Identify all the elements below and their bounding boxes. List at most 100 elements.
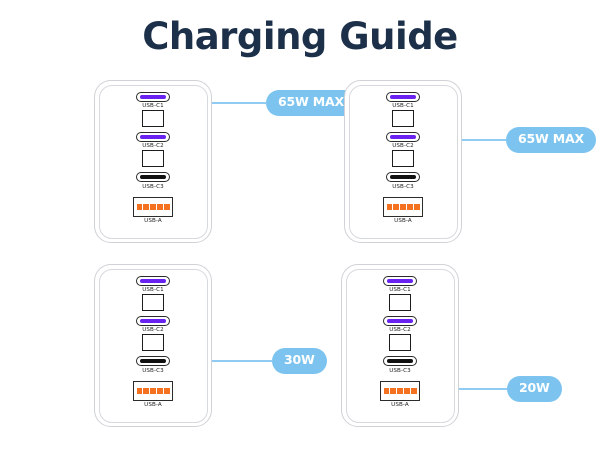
- usb-a-port[interactable]: [133, 380, 173, 401]
- port-group-usb-c3[interactable]: USB-C3: [386, 172, 420, 190]
- usb-c1-sub-box: [142, 110, 164, 128]
- usb-a-tick: [388, 387, 391, 394]
- usb-c3-port[interactable]: [383, 356, 417, 367]
- usb-c2-label: USB-C2: [142, 327, 164, 334]
- leader-line: [462, 139, 506, 141]
- usb-c2-blade: [387, 319, 413, 324]
- port-group-usb-c1[interactable]: USB-C1: [136, 92, 170, 128]
- usb-c2-blade: [390, 135, 416, 140]
- wattage-badge[interactable]: 20W: [507, 376, 562, 402]
- usb-a-label: USB-A: [391, 401, 409, 408]
- usb-c2-label: USB-C2: [392, 143, 414, 150]
- port-group-usb-c2[interactable]: USB-C2: [136, 316, 170, 352]
- port-stack: USB-C1 USB-C2 USB-C3: [342, 276, 458, 408]
- usb-c3-label: USB-C3: [389, 367, 411, 374]
- usb-a-label: USB-A: [144, 217, 162, 224]
- usb-c3-blade: [387, 359, 413, 364]
- charger-panel-top-right: USB-C1 USB-C2 USB-C3: [328, 74, 596, 254]
- usb-c1-label: USB-C1: [392, 103, 414, 110]
- usb-a-tick: [405, 203, 408, 210]
- usb-a-tick: [412, 203, 414, 210]
- leader-line: [459, 388, 507, 390]
- port-stack: USB-C1 USB-C2 USB-C3: [95, 276, 211, 408]
- wattage-badge[interactable]: 65W MAX: [266, 90, 356, 116]
- usb-a-tick: [162, 387, 164, 394]
- usb-a-tick: [155, 203, 158, 210]
- usb-c2-label: USB-C2: [389, 327, 411, 334]
- port-group-usb-c3[interactable]: USB-C3: [136, 172, 170, 190]
- port-group-usb-a[interactable]: USB-A: [133, 380, 173, 408]
- usb-c1-port[interactable]: [386, 92, 420, 102]
- port-group-usb-c1[interactable]: USB-C1: [383, 276, 417, 312]
- port-group-usb-a[interactable]: USB-A: [133, 196, 173, 224]
- port-group-usb-c1[interactable]: USB-C1: [136, 276, 170, 312]
- wattage-badge[interactable]: 30W: [272, 348, 327, 374]
- usb-c2-sub-box: [142, 334, 164, 352]
- usb-a-tick: [162, 203, 164, 210]
- usb-c3-blade: [390, 175, 416, 180]
- usb-c2-sub-box: [389, 334, 411, 352]
- usb-a-tick: [148, 387, 151, 394]
- usb-a-label: USB-A: [144, 401, 162, 408]
- port-group-usb-a[interactable]: USB-A: [380, 380, 420, 408]
- usb-c1-port[interactable]: [383, 276, 417, 286]
- usb-a-port[interactable]: [380, 380, 420, 401]
- usb-a-tick: [395, 387, 398, 394]
- usb-a-contact-bar: [136, 203, 170, 210]
- usb-a-tick: [398, 203, 401, 210]
- usb-a-tick: [155, 387, 158, 394]
- usb-c2-blade: [140, 319, 166, 324]
- page-title: Charging Guide: [142, 15, 458, 58]
- usb-c3-blade: [140, 359, 166, 364]
- port-group-usb-c3[interactable]: USB-C3: [383, 356, 417, 374]
- usb-c1-label: USB-C1: [142, 287, 164, 294]
- usb-c2-label: USB-C2: [142, 143, 164, 150]
- port-group-usb-c2[interactable]: USB-C2: [383, 316, 417, 352]
- usb-c3-port[interactable]: [386, 172, 420, 183]
- usb-c3-label: USB-C3: [142, 367, 164, 374]
- usb-c1-label: USB-C1: [389, 287, 411, 294]
- wattage-badge[interactable]: 65W MAX: [506, 127, 596, 153]
- usb-c1-label: USB-C1: [142, 103, 164, 110]
- usb-c1-port[interactable]: [136, 276, 170, 286]
- usb-c2-port[interactable]: [136, 132, 170, 143]
- usb-c1-sub-box: [389, 294, 411, 312]
- leader-line: [212, 102, 266, 104]
- leader-line: [212, 360, 272, 362]
- usb-c1-blade: [390, 94, 416, 100]
- callout-bottom-right: 20W: [459, 376, 562, 402]
- usb-c2-port[interactable]: [383, 316, 417, 327]
- port-group-usb-a[interactable]: USB-A: [383, 196, 423, 224]
- usb-c3-port[interactable]: [136, 356, 170, 367]
- usb-a-tick: [402, 387, 405, 394]
- callout-bottom-left: 30W: [212, 348, 327, 374]
- usb-c1-port[interactable]: [136, 92, 170, 102]
- usb-c1-sub-box: [392, 110, 414, 128]
- usb-a-contact-bar: [386, 203, 420, 210]
- usb-a-tick: [148, 203, 151, 210]
- callout-top-right: 65W MAX: [462, 127, 596, 153]
- port-group-usb-c2[interactable]: USB-C2: [136, 132, 170, 168]
- charger-panel-bottom-left: USB-C1 USB-C2 USB-C3: [78, 258, 338, 438]
- usb-c2-blade: [140, 135, 166, 140]
- usb-a-port[interactable]: [383, 196, 423, 217]
- usb-c1-blade: [140, 278, 166, 284]
- charger-grid: USB-C1 USB-C2 USB-C3: [0, 72, 600, 450]
- usb-a-contact-bar: [136, 387, 170, 394]
- port-group-usb-c2[interactable]: USB-C2: [386, 132, 420, 168]
- usb-a-tick: [391, 203, 394, 210]
- usb-c2-sub-box: [142, 150, 164, 168]
- charger-panel-top-left: USB-C1 USB-C2 USB-C3: [78, 74, 356, 254]
- usb-c2-port[interactable]: [136, 316, 170, 327]
- port-group-usb-c1[interactable]: USB-C1: [386, 92, 420, 128]
- charger-body: USB-C1 USB-C2 USB-C3: [341, 264, 459, 427]
- usb-a-port[interactable]: [133, 196, 173, 217]
- charger-body: USB-C1 USB-C2 USB-C3: [94, 80, 212, 243]
- usb-a-tick: [141, 203, 144, 210]
- usb-c3-port[interactable]: [136, 172, 170, 183]
- usb-c1-sub-box: [142, 294, 164, 312]
- usb-c3-blade: [140, 175, 166, 180]
- usb-c2-sub-box: [392, 150, 414, 168]
- usb-c2-port[interactable]: [386, 132, 420, 143]
- port-group-usb-c3[interactable]: USB-C3: [136, 356, 170, 374]
